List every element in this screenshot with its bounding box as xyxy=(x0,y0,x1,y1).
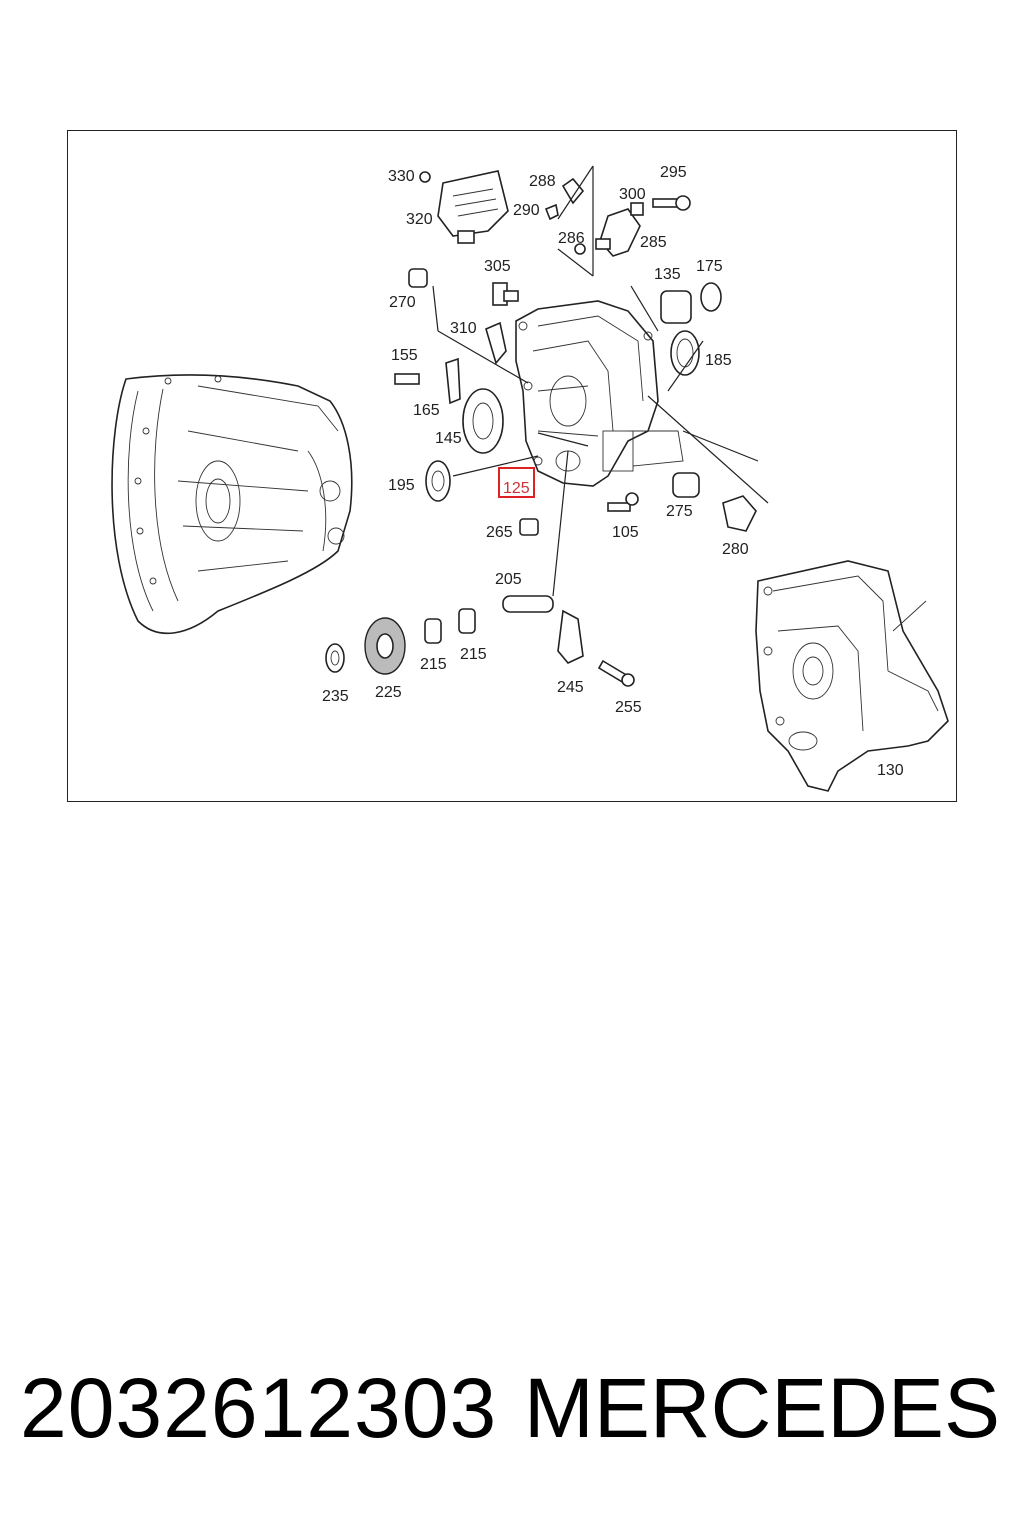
part-300: 300 xyxy=(619,186,646,203)
intermediate-housing-drawing xyxy=(515,300,684,487)
small-parts-drawing xyxy=(325,165,769,687)
part-245: 245 xyxy=(557,679,584,696)
part-175: 175 xyxy=(696,258,723,275)
part-125: 125 xyxy=(503,480,530,497)
part-labels: 330 320 288 290 286 295 300 285 305 270 … xyxy=(322,164,904,779)
part-290: 290 xyxy=(513,202,540,219)
gearbox-casing-drawing xyxy=(755,560,949,792)
part-270: 270 xyxy=(389,294,416,311)
part-275: 275 xyxy=(666,503,693,520)
part-330: 330 xyxy=(388,168,415,185)
part-265: 265 xyxy=(486,524,513,541)
part-295: 295 xyxy=(660,164,687,181)
product-footer: 2032612303 MERCEDES xyxy=(0,1360,1024,1470)
part-130: 130 xyxy=(877,762,904,779)
part-255: 255 xyxy=(615,699,642,716)
diagram-drawing: 330 320 288 290 286 295 300 285 305 270 … xyxy=(111,164,949,792)
part-205: 205 xyxy=(495,571,522,588)
bell-housing-drawing xyxy=(111,374,353,635)
exploded-parts-diagram: 330 320 288 290 286 295 300 285 305 270 … xyxy=(67,130,957,802)
part-286: 286 xyxy=(558,230,585,247)
brand-name: MERCEDES xyxy=(523,1361,1000,1455)
part-215-a: 215 xyxy=(420,656,447,673)
part-165: 165 xyxy=(413,402,440,419)
part-155: 155 xyxy=(391,347,418,364)
part-320: 320 xyxy=(406,211,433,228)
part-195: 195 xyxy=(388,477,415,494)
part-135: 135 xyxy=(654,266,681,283)
part-288: 288 xyxy=(529,173,556,190)
part-185: 185 xyxy=(705,352,732,369)
part-285: 285 xyxy=(640,234,667,251)
part-225: 225 xyxy=(375,684,402,701)
part-235: 235 xyxy=(322,688,349,705)
part-310: 310 xyxy=(450,320,477,337)
part-215-b: 215 xyxy=(460,646,487,663)
highlight-box xyxy=(498,467,535,498)
part-105: 105 xyxy=(612,524,639,541)
part-number: 2032612303 xyxy=(20,1361,498,1455)
part-145: 145 xyxy=(435,430,462,447)
part-280: 280 xyxy=(722,541,749,558)
part-305: 305 xyxy=(484,258,511,275)
